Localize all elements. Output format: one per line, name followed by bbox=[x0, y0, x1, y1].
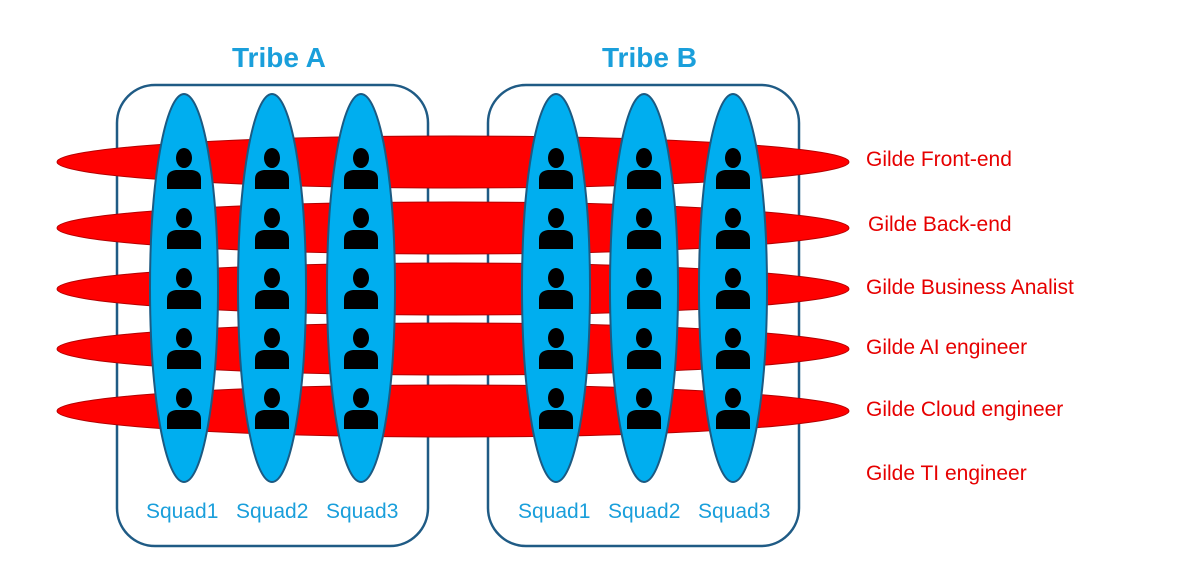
person-icon bbox=[344, 328, 378, 369]
person-icon bbox=[167, 328, 201, 369]
person-icon bbox=[167, 388, 201, 429]
person-icon bbox=[716, 148, 750, 189]
person-icon bbox=[255, 388, 289, 429]
person-icon bbox=[167, 208, 201, 249]
tribe-b-squad3-label: Squad3 bbox=[698, 500, 771, 523]
tribe-a-squad1-label: Squad1 bbox=[146, 500, 219, 523]
person-icon bbox=[716, 208, 750, 249]
person-icon bbox=[539, 328, 573, 369]
person-icon bbox=[627, 328, 661, 369]
person-icon bbox=[255, 148, 289, 189]
person-icon bbox=[167, 268, 201, 309]
person-icon bbox=[344, 268, 378, 309]
person-icon bbox=[255, 208, 289, 249]
person-icon bbox=[627, 148, 661, 189]
guild-label-ti-engineer: Gilde TI engineer bbox=[866, 462, 1027, 485]
person-icon bbox=[627, 208, 661, 249]
person-icon bbox=[539, 388, 573, 429]
guild-label-cloud-engineer: Gilde Cloud engineer bbox=[866, 398, 1064, 421]
person-icon bbox=[627, 388, 661, 429]
person-icon bbox=[344, 148, 378, 189]
tribe-a-squad2-label: Squad2 bbox=[236, 500, 309, 523]
person-icon bbox=[255, 268, 289, 309]
guild-label-front-end: Gilde Front-end bbox=[866, 148, 1012, 171]
tribe-a-title: Tribe A bbox=[232, 42, 326, 73]
person-icon bbox=[539, 148, 573, 189]
person-icon bbox=[539, 208, 573, 249]
person-icon bbox=[255, 328, 289, 369]
person-icon bbox=[344, 208, 378, 249]
tribe-b-title: Tribe B bbox=[602, 42, 697, 73]
person-icon bbox=[167, 148, 201, 189]
person-icon bbox=[716, 268, 750, 309]
tribe-box-a bbox=[115, 83, 430, 548]
guild-label-ai-engineer: Gilde AI engineer bbox=[866, 336, 1028, 359]
tribe-box-b bbox=[486, 83, 801, 548]
guild-label-back-end: Gilde Back-end bbox=[868, 213, 1012, 236]
tribe-a-squad3-label: Squad3 bbox=[326, 500, 399, 523]
person-icon bbox=[716, 388, 750, 429]
guild-label-business-analist: Gilde Business Analist bbox=[866, 276, 1074, 299]
person-icon bbox=[539, 268, 573, 309]
tribe-b-squad2-label: Squad2 bbox=[608, 500, 681, 523]
tribe-b-squad1-label: Squad1 bbox=[518, 500, 591, 523]
person-icon bbox=[627, 268, 661, 309]
person-icon bbox=[716, 328, 750, 369]
person-icon bbox=[344, 388, 378, 429]
